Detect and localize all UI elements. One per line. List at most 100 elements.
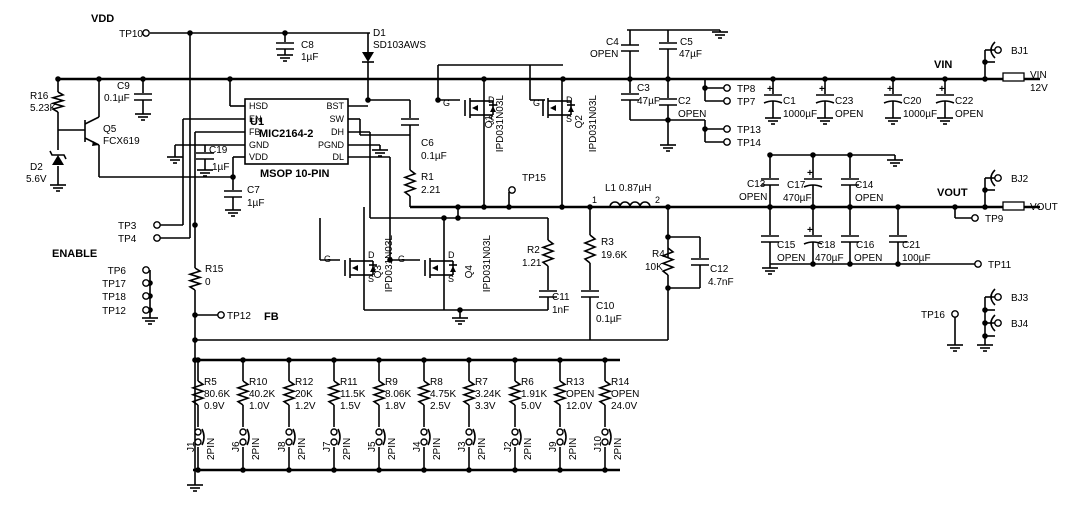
mosfet-icon — [432, 265, 438, 271]
vin-connector-label: VIN — [1030, 70, 1047, 81]
net-label-vdd: VDD — [91, 13, 114, 25]
c3-value: 47µF — [637, 96, 660, 107]
test-point-icon — [971, 214, 979, 222]
c14-value: OPEN — [855, 193, 883, 204]
resistor-symbol — [660, 247, 676, 276]
input-connector-icon — [1002, 72, 1025, 82]
c19-ref: C19 — [209, 145, 228, 156]
mosfet-icon — [550, 105, 556, 111]
test-point-label: TP11 — [988, 260, 1012, 271]
resistor-symbol — [281, 380, 297, 406]
resistor-symbol — [461, 380, 477, 406]
net-label-vout: VOUT — [937, 187, 968, 199]
c21-ref: C21 — [902, 240, 921, 251]
q2-ref: Q2 — [574, 115, 585, 129]
q4-ref: Q4 — [464, 265, 475, 279]
test-point-label: TP18 — [102, 292, 126, 303]
binding-post-icon — [990, 41, 996, 59]
divider-resistor-ref: R6 — [521, 377, 534, 388]
jumper-pin-icon — [337, 428, 341, 446]
jumper-pin-icon — [608, 428, 612, 446]
c18-ref: C18 — [817, 240, 836, 251]
r2-value: 1.21 — [522, 258, 542, 269]
divider-output-voltage: 1.5V — [340, 401, 361, 412]
jumper-type: 2PIN — [251, 438, 262, 460]
resistor-symbol — [540, 239, 556, 267]
resistor-symbol — [190, 380, 206, 406]
junction-dot — [559, 204, 565, 210]
junction-dot — [952, 204, 958, 210]
resistor-symbol — [597, 380, 613, 406]
test-point-icon — [951, 310, 959, 318]
junction-dot — [512, 467, 518, 473]
capacitor-plate — [803, 184, 823, 188]
schematic-parts: ++++++ — [49, 29, 1025, 492]
test-point-label: TP3 — [118, 221, 137, 232]
pin-label: 2 — [655, 195, 660, 205]
c12-ref: C12 — [710, 264, 729, 275]
c19-value: 1µF — [212, 162, 229, 173]
jumper-ref: J4 — [412, 441, 423, 452]
c17-value: 470µF — [783, 193, 812, 204]
q1-ref: Q1 — [484, 115, 495, 129]
capacitor-plate — [803, 241, 823, 245]
junction-dot — [702, 85, 708, 91]
junction-dot — [192, 337, 198, 343]
mosfet-pin-label: D — [566, 95, 573, 105]
test-point-icon — [153, 221, 161, 229]
test-point-icon — [142, 306, 150, 314]
c3-ref: C3 — [637, 83, 650, 94]
divider-output-voltage: 5.0V — [521, 401, 542, 412]
junction-dot — [506, 204, 512, 210]
jumper-ref: J3 — [457, 441, 468, 452]
jumper-pin-icon — [465, 428, 473, 436]
c5-value: 47µF — [679, 49, 702, 60]
resistor-symbol — [371, 380, 387, 406]
c4-ref: C4 — [606, 37, 619, 48]
test-point-label: TP16 — [921, 310, 945, 321]
junction-dot — [55, 76, 61, 82]
d1-ref: D1 — [373, 28, 386, 39]
binding-post-label: BJ1 — [1011, 46, 1029, 57]
jumper-pin-icon — [465, 438, 473, 446]
r16-value: 5.23K — [30, 103, 56, 114]
resistor-symbol — [416, 380, 432, 406]
r1-value: 2.21 — [421, 185, 441, 196]
ic-pin-label: SW — [330, 114, 345, 124]
plus-sign: + — [887, 84, 893, 95]
test-point-label: TP15 — [522, 173, 546, 184]
net-label-enable: ENABLE — [52, 248, 97, 260]
jumper-type: 2PIN — [523, 438, 534, 460]
c23-ref: C23 — [835, 96, 854, 107]
mosfet-pin-label: S — [448, 274, 454, 284]
capacitor-plate — [763, 100, 783, 104]
test-point-icon — [723, 97, 731, 105]
divider-resistor-value: OPEN — [611, 389, 639, 400]
jumper-type: 2PIN — [206, 438, 217, 460]
plus-sign: + — [819, 84, 825, 95]
resistor-symbol — [582, 234, 598, 264]
ic-pin-label: HSD — [249, 101, 269, 111]
r4-value: 10K — [645, 262, 663, 273]
c17-ref: C17 — [787, 180, 806, 191]
d2-value: 5.6V — [26, 174, 47, 185]
jumper-pin-icon — [601, 428, 609, 436]
c8-ref: C8 — [301, 40, 314, 51]
mosfet-icon — [352, 265, 358, 271]
c2-value: OPEN — [678, 109, 706, 120]
test-point-label: TP10 — [119, 29, 143, 40]
divider-resistor-ref: R12 — [295, 377, 314, 388]
ic-package: MSOP 10-PIN — [260, 168, 330, 180]
mosfet-pin-label: S — [488, 114, 494, 124]
divider-resistor-value: 40.2K — [249, 389, 275, 400]
mosfet-pin-label: G — [533, 98, 540, 108]
pin-label: 1 — [592, 195, 597, 205]
inductor-icon — [609, 201, 651, 208]
test-point-label: TP9 — [985, 214, 1004, 225]
jumper-type: 2PIN — [342, 438, 353, 460]
vout-connector-label: VOUT — [1030, 202, 1058, 213]
jumper-pin-icon — [511, 438, 519, 446]
c1-ref: C1 — [783, 96, 796, 107]
ic-pin-label: FB — [249, 127, 261, 137]
zener-diode-icon — [49, 150, 67, 160]
